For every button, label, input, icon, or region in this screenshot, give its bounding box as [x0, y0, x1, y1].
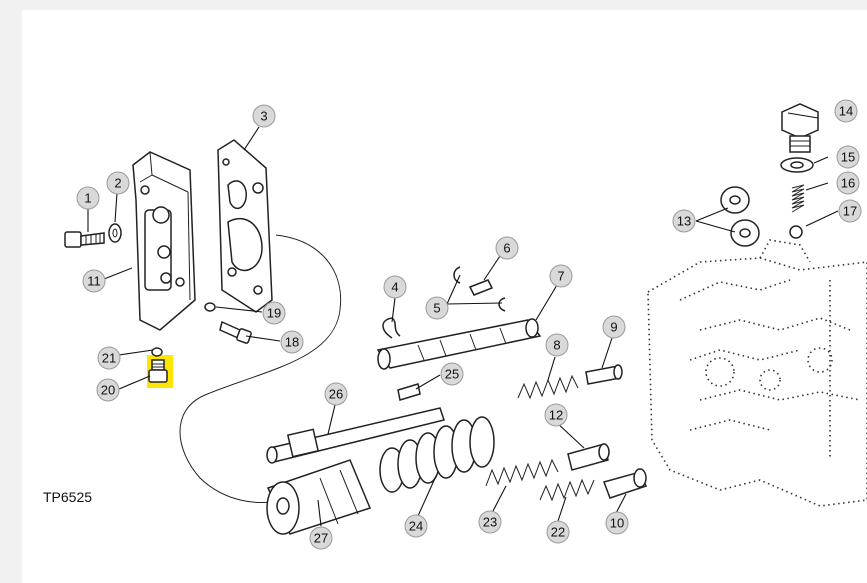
part-20-plug	[148, 359, 168, 383]
callout-27[interactable]: 27	[309, 526, 333, 550]
svg-text:8: 8	[553, 338, 560, 353]
callout-20[interactable]: 20	[96, 378, 120, 402]
svg-text:12: 12	[549, 408, 563, 423]
part-3-gasket	[217, 139, 273, 313]
part-11-housing	[132, 151, 196, 331]
part-6-pin	[468, 279, 494, 296]
callout-4[interactable]: 4	[383, 275, 407, 299]
svg-text:14: 14	[839, 104, 853, 119]
svg-text:27: 27	[314, 531, 328, 546]
part-21-o-ring	[151, 347, 163, 357]
svg-text:17: 17	[843, 204, 857, 219]
callout-18[interactable]: 18	[280, 330, 304, 354]
callout-13[interactable]: 13	[672, 209, 696, 233]
svg-text:16: 16	[841, 176, 855, 191]
svg-text:24: 24	[409, 519, 423, 534]
svg-text:1: 1	[84, 191, 91, 206]
callout-26[interactable]: 26	[324, 382, 348, 406]
callout-17[interactable]: 17	[838, 199, 862, 223]
callout-24[interactable]: 24	[404, 514, 428, 538]
svg-text:18: 18	[285, 335, 299, 350]
callout-6[interactable]: 6	[495, 236, 519, 260]
drawing-id: TP6525	[43, 489, 92, 505]
part-18-plug	[219, 320, 252, 344]
svg-text:6: 6	[503, 241, 510, 256]
callout-10[interactable]: 10	[605, 511, 629, 535]
part-4-clip	[382, 317, 401, 339]
svg-text:2: 2	[114, 176, 121, 191]
svg-text:13: 13	[677, 214, 691, 229]
part-17-ball	[789, 225, 803, 239]
svg-text:26: 26	[329, 387, 343, 402]
callout-7[interactable]: 7	[549, 264, 573, 288]
part-14-plug	[781, 103, 819, 153]
callout-8[interactable]: 8	[545, 333, 569, 357]
callout-11[interactable]: 11	[82, 269, 106, 293]
part-22-spring	[539, 478, 595, 502]
svg-text:21: 21	[102, 351, 116, 366]
part-27-piston	[266, 459, 372, 535]
part-16-spring	[791, 184, 805, 213]
callout-22[interactable]: 22	[546, 520, 570, 544]
svg-text:22: 22	[551, 525, 565, 540]
callout-9[interactable]: 9	[602, 315, 626, 339]
part-13-washers	[720, 186, 760, 247]
part-10-valve	[603, 468, 648, 499]
part-26-rod	[266, 407, 445, 464]
callout-3[interactable]: 3	[252, 104, 276, 128]
callout-15[interactable]: 15	[836, 145, 860, 169]
svg-text:20: 20	[101, 383, 115, 398]
svg-text:25: 25	[445, 367, 459, 382]
svg-text:11: 11	[87, 274, 101, 289]
part-24-spring	[379, 416, 495, 493]
callout-19[interactable]: 19	[262, 301, 286, 325]
svg-text:7: 7	[557, 269, 564, 284]
callout-5[interactable]: 5	[425, 296, 449, 320]
part-2-washer	[108, 223, 122, 243]
svg-text:5: 5	[433, 301, 440, 316]
part-1-bolt	[64, 231, 105, 248]
callout-23[interactable]: 23	[478, 510, 502, 534]
svg-text:19: 19	[267, 306, 281, 321]
callout-21[interactable]: 21	[97, 346, 121, 370]
svg-text:23: 23	[483, 515, 497, 530]
callout-14[interactable]: 14	[834, 99, 858, 123]
svg-text:15: 15	[841, 150, 855, 165]
svg-text:10: 10	[610, 516, 624, 531]
hose-line	[179, 234, 342, 503]
callouts: 1 2 3 4 5 6 7 8 9 10 11 12 13 14 15 16 1…	[76, 99, 862, 550]
part-19-o-ring	[204, 302, 216, 312]
part-25-pin	[397, 383, 421, 401]
transmission-housing	[647, 239, 867, 507]
svg-text:9: 9	[610, 320, 617, 335]
part-12-valve	[567, 443, 610, 471]
part-23-spring	[485, 458, 559, 487]
callout-1[interactable]: 1	[76, 186, 100, 210]
svg-text:4: 4	[391, 280, 398, 295]
callout-2[interactable]: 2	[106, 171, 130, 195]
leader-lines	[87, 112, 839, 527]
callout-25[interactable]: 25	[440, 362, 464, 386]
part-7-spool	[376, 318, 542, 370]
svg-text:3: 3	[260, 109, 267, 124]
callout-16[interactable]: 16	[836, 171, 860, 195]
part-9-pin	[585, 364, 623, 385]
callout-12[interactable]: 12	[544, 403, 568, 427]
